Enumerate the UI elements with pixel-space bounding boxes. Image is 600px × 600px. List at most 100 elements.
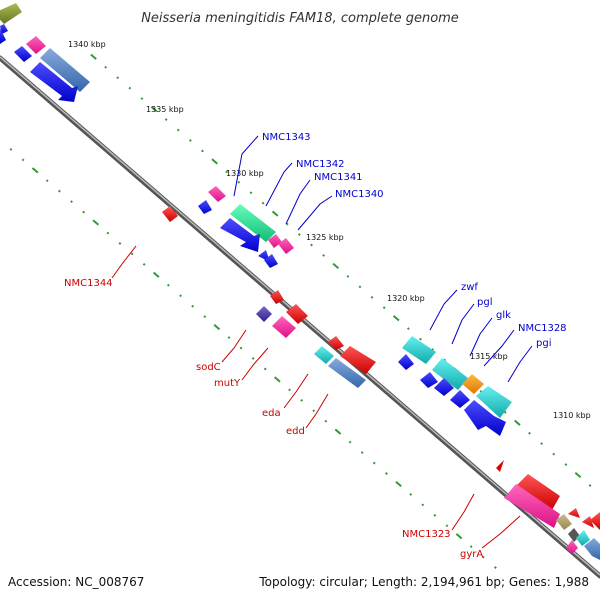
gene-feature[interactable]: [402, 336, 436, 364]
gene-feature[interactable]: [272, 316, 296, 338]
gene-cluster-1320-lower: [256, 290, 376, 388]
gene-feature[interactable]: [496, 460, 504, 472]
accession-text: Accession: NC_008767: [8, 575, 144, 589]
major-tick: [392, 315, 400, 322]
upper-leader-lines: [233, 135, 533, 383]
gene-feature[interactable]: [568, 508, 580, 518]
gene-feature[interactable]: [462, 374, 484, 394]
minor-tick: [191, 304, 195, 308]
minor-tick: [310, 243, 313, 247]
minor-tick: [419, 337, 422, 341]
gene-cluster-1340: [0, 3, 90, 102]
gene-feature[interactable]: [476, 386, 512, 418]
gene-feature[interactable]: [40, 48, 90, 92]
minor-tick: [140, 97, 144, 101]
gene-feature[interactable]: [0, 24, 8, 34]
gene-feature[interactable]: [576, 530, 590, 546]
gene-feature[interactable]: [26, 36, 46, 54]
minor-tick: [469, 545, 473, 549]
gene-cluster-1315: [398, 336, 512, 436]
gene-feature[interactable]: [340, 346, 376, 374]
gene-feature[interactable]: [14, 46, 32, 62]
minor-tick: [251, 357, 255, 360]
gene-feature[interactable]: [516, 474, 560, 510]
gene-feature[interactable]: [504, 484, 560, 528]
gene-feature[interactable]: [398, 354, 414, 370]
gene-feature[interactable]: [0, 28, 6, 44]
minor-tick: [118, 242, 122, 245]
gene-feature[interactable]: [328, 358, 366, 388]
minor-tick: [312, 409, 316, 413]
minor-tick: [358, 285, 362, 289]
minor-tick: [382, 306, 386, 310]
gene-feature[interactable]: [0, 3, 22, 24]
gene-cluster-1330: [162, 186, 294, 268]
gene-feature[interactable]: [434, 378, 454, 396]
tick-label: 1330 kbp: [226, 169, 264, 178]
major-tick: [271, 210, 279, 217]
tick-label: 1315 kbp: [470, 352, 508, 361]
gene-label: gyrA: [460, 549, 483, 560]
minor-tick: [421, 503, 425, 507]
gene-feature[interactable]: [264, 254, 278, 268]
gene-feature[interactable]: [278, 238, 294, 254]
gene-label: NMC1344: [64, 278, 113, 289]
gene-feature[interactable]: [328, 336, 344, 350]
leader-line: [481, 515, 521, 549]
minor-tick: [564, 463, 568, 466]
minor-tick: [288, 388, 291, 392]
gene-feature[interactable]: [566, 540, 578, 554]
gene-feature[interactable]: [162, 206, 178, 222]
lower-gene-labels: NMC1344 sodC mutY eda edd NMC1323 gyrA: [64, 278, 483, 560]
tick-label: 1335 kbp: [146, 105, 184, 114]
leader-line: [451, 303, 475, 345]
minor-tick: [372, 461, 376, 465]
gene-feature[interactable]: [590, 512, 600, 530]
gene-feature[interactable]: [450, 390, 470, 408]
gene-feature[interactable]: [256, 306, 272, 322]
minor-tick: [57, 189, 61, 193]
minor-tick: [370, 295, 374, 299]
minor-tick: [433, 513, 437, 517]
gene-feature[interactable]: [582, 516, 594, 528]
gene-feature[interactable]: [314, 346, 334, 364]
tick-label: 1320 kbp: [387, 294, 425, 303]
minor-tick: [203, 315, 207, 319]
lower-leader-lines: [111, 245, 521, 549]
gene-feature[interactable]: [198, 200, 212, 214]
minor-tick: [360, 451, 364, 454]
leader-line: [297, 195, 333, 231]
gene-feature[interactable]: [220, 218, 260, 252]
gene-feature[interactable]: [556, 514, 572, 530]
minor-tick: [493, 566, 497, 570]
map-title: Neisseria meningitidis FAM18, complete g…: [141, 11, 459, 26]
minor-tick: [45, 179, 49, 183]
gene-feature[interactable]: [584, 538, 600, 560]
gene-label: mutY: [214, 378, 241, 389]
gene-feature[interactable]: [420, 372, 438, 388]
gene-feature[interactable]: [286, 304, 308, 324]
leader-line: [507, 345, 533, 383]
major-tick: [152, 271, 160, 278]
gene-feature[interactable]: [208, 186, 226, 202]
gene-feature[interactable]: [230, 204, 276, 242]
leader-line: [233, 135, 259, 197]
gene-feature[interactable]: [432, 358, 468, 390]
leader-line: [265, 162, 293, 207]
minor-tick: [588, 484, 592, 487]
minor-tick: [227, 336, 231, 339]
gene-feature[interactable]: [30, 62, 78, 102]
minor-tick: [324, 419, 328, 423]
leader-line: [469, 317, 493, 357]
upper-gene-labels: NMC1343 NMC1342 NMC1341 NMC1340 zwf pgl …: [262, 132, 567, 349]
gene-feature[interactable]: [270, 290, 284, 304]
minor-tick: [70, 200, 73, 204]
gene-feature[interactable]: [464, 400, 506, 436]
minor-tick: [130, 252, 134, 256]
leader-line: [221, 329, 247, 363]
gene-label: NMC1342: [296, 159, 345, 170]
minor-tick: [176, 128, 180, 132]
major-tick: [213, 324, 221, 331]
minor-tick: [297, 233, 301, 236]
